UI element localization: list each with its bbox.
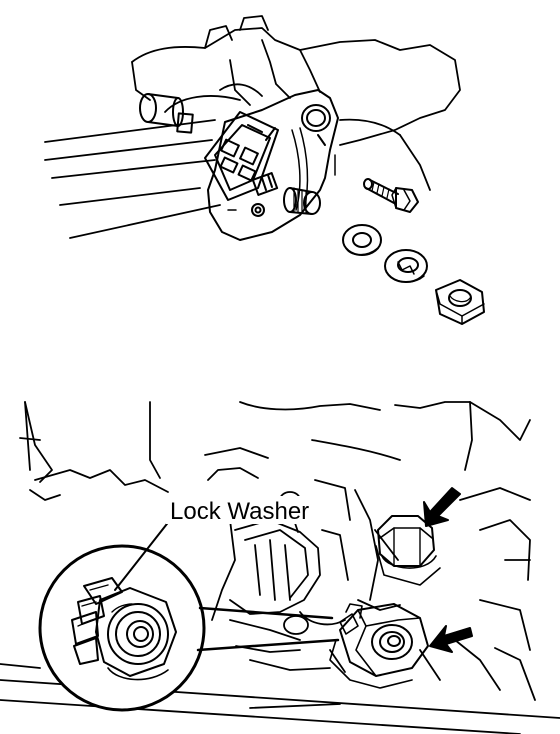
callout-magnifier xyxy=(38,544,340,712)
callout-nut xyxy=(95,587,177,681)
lock-washer xyxy=(384,249,428,283)
neutral-start-switch xyxy=(204,89,339,241)
switch-shaft xyxy=(283,187,321,215)
upper-bolt xyxy=(375,515,441,586)
flat-washer xyxy=(342,224,382,256)
bottom-view: Lock Washer xyxy=(0,401,560,734)
arrow-upper-bolt xyxy=(423,487,461,527)
lock-washer-label: Lock Washer xyxy=(114,496,328,591)
arrow-lower-nut xyxy=(429,625,473,653)
shaft-end xyxy=(139,93,194,134)
transmission-housing xyxy=(44,15,461,239)
lock-washer-text: Lock Washer xyxy=(170,498,309,525)
lower-nut-assembly xyxy=(329,603,429,689)
nut xyxy=(435,279,485,325)
bolt xyxy=(363,178,419,213)
top-view xyxy=(44,15,485,325)
